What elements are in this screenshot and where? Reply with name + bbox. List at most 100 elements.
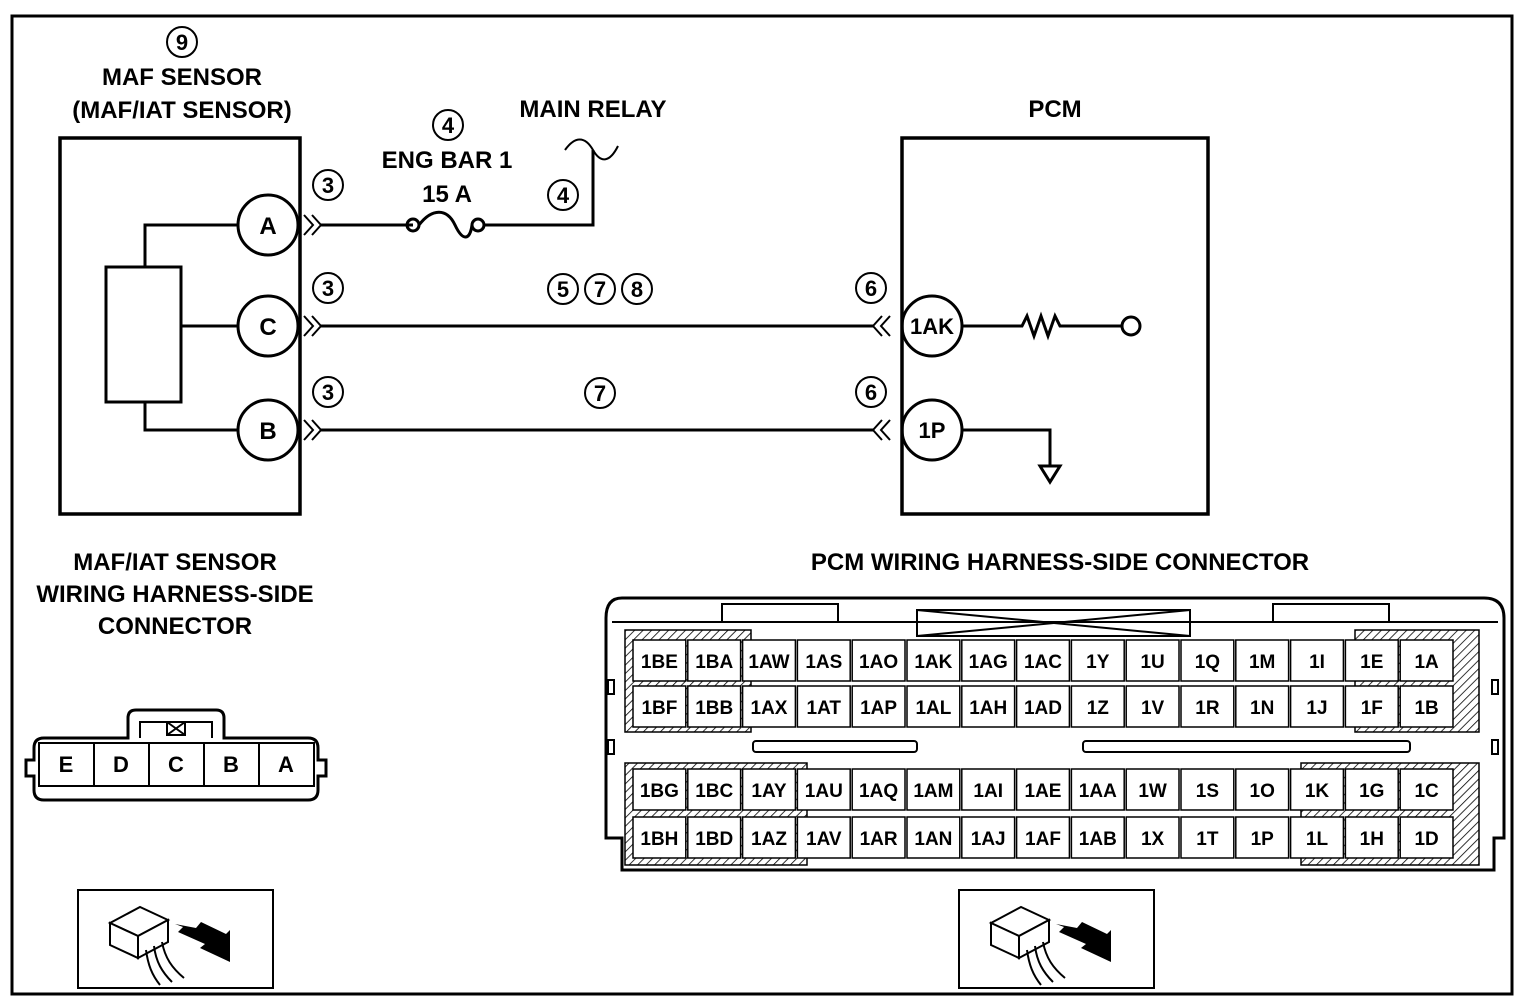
- pcm-pullup-resistor: [962, 311, 1122, 341]
- pcm-terminal-label: 1AR: [860, 829, 898, 850]
- pcm-terminal-label: 1AG: [969, 652, 1008, 673]
- pcm-terminal-cell: [1399, 685, 1454, 728]
- pcm-connector-center-lock: [916, 609, 1191, 637]
- maf-connector-view-icon: [77, 889, 274, 989]
- pcm-terminal-label: 1I: [1309, 652, 1325, 673]
- fuse-step-number: 4: [442, 113, 455, 138]
- maf-view-icon-arrow: [175, 922, 230, 962]
- maf-pin-b-callout-number: 3: [322, 380, 334, 405]
- maf-connector: MAF/IAT SENSOR WIRING HARNESS-SIDE CONNE…: [24, 549, 328, 802]
- pcm-terminal-cell: [1125, 816, 1180, 859]
- pcm-terminal-label: 1J: [1306, 698, 1327, 719]
- fuse-name: ENG BAR 1: [382, 147, 513, 174]
- maf-sensor-box: [58, 136, 302, 516]
- pcm-terminal-label: 1B: [1414, 698, 1438, 719]
- pcm-terminal-label: 1Z: [1087, 698, 1110, 719]
- pcm-terminal-cell: [961, 768, 1016, 811]
- maf-connector-latch-x2: [166, 721, 186, 736]
- pcm-terminal-cell: [1070, 685, 1125, 728]
- pcm-terminal-label: 1BH: [640, 829, 678, 850]
- connector-mark-b-maf: [303, 419, 315, 441]
- pcm-terminal-cell: [906, 768, 961, 811]
- pcm-terminal-cell: [1180, 816, 1235, 859]
- pcm-terminal-cell: [796, 768, 851, 811]
- pcm-terminal-label: 1AZ: [751, 829, 787, 850]
- pcm-title: PCM: [1028, 96, 1081, 123]
- pcm-terminal-label: 1AN: [914, 829, 952, 850]
- pcm-terminal-cell: [1289, 768, 1345, 811]
- pcm-connector-side-lug-left-top: [607, 679, 615, 695]
- pcm-terminal-cell: [1125, 685, 1180, 728]
- pcm-terminal-label: 1BC: [695, 781, 733, 802]
- maf-title-line2: (MAF/IAT SENSOR): [72, 97, 292, 124]
- maf-connector-pin-e-label: E: [59, 752, 74, 777]
- pcm-connector-view-icon: [958, 889, 1155, 989]
- pcm-pin-1p-callout: [855, 376, 887, 408]
- maf-connector-pin-d-label: D: [113, 752, 129, 777]
- relay-terminal-mark: [564, 138, 619, 161]
- relay-step-number: 4: [557, 183, 570, 208]
- wire-c-step-2-number: 7: [594, 277, 606, 302]
- pcm-terminal-cell: [1125, 639, 1180, 682]
- pcm-terminal-label: 1N: [1250, 698, 1274, 719]
- circuit-wires: [321, 138, 873, 432]
- pcm-terminal-cell: [906, 816, 961, 859]
- pcm-terminal-label: 1AI: [973, 781, 1003, 802]
- pcm-terminal-cell: [1344, 639, 1399, 682]
- pcm-terminal-label: 1Q: [1195, 652, 1220, 673]
- maf-pin-c-label: C: [259, 314, 276, 341]
- wire-c-step-3-number: 8: [631, 277, 643, 302]
- maf-connector-title-line2: WIRING HARNESS-SIDE: [36, 581, 313, 608]
- outer-frame: [10, 14, 1514, 996]
- pcm-connector-housing: [604, 596, 1506, 872]
- pcm-connector-side-lug-left-bottom: [607, 739, 615, 755]
- pcm-connector-side-lug-right-bottom: [1491, 739, 1499, 755]
- wire-c-step-1-number: 5: [557, 277, 569, 302]
- pcm-terminal-cell: [1180, 768, 1235, 811]
- pcm-terminal-cell: [1289, 685, 1345, 728]
- pcm-terminal-label: 1Y: [1086, 652, 1110, 673]
- pcm-terminal-label: 1AD: [1024, 698, 1062, 719]
- maf-pin-b-label: B: [259, 418, 276, 445]
- pcm-terminal-cell: [1180, 685, 1235, 728]
- pcm-terminal-label: 1AB: [1079, 829, 1117, 850]
- pcm-terminal-cell: [1015, 768, 1071, 811]
- wire-step-callouts: 5 7 8 7: [547, 273, 653, 409]
- pcm-terminal-label: 1G: [1359, 781, 1384, 802]
- maf-view-icon-frame: [77, 889, 274, 989]
- pcm: PCM 1AK 1P 6 6: [855, 96, 1210, 516]
- pcm-terminal-label: 1H: [1360, 829, 1384, 850]
- pcm-connector-center-lock-x2: [916, 609, 1191, 637]
- pcm-terminal-cell: [1070, 816, 1125, 859]
- pcm-terminal-label: 1AL: [915, 698, 951, 719]
- maf-connector-pin-a: [258, 742, 315, 787]
- maf-internal-wire-b: [143, 402, 238, 432]
- fuse-step-callout: [432, 109, 464, 141]
- pcm-terminal-cell: [741, 768, 797, 811]
- pcm-terminal-label: 1AU: [805, 781, 843, 802]
- maf-connector-title-line1: MAF/IAT SENSOR: [73, 549, 277, 576]
- maf-sensor: 9 MAF SENSOR (MAF/IAT SENSOR) A C B 3 3 …: [58, 26, 344, 516]
- pcm-terminal-cell: [906, 685, 961, 728]
- maf-pin-b-callout: [312, 376, 344, 408]
- pcm-view-icon-frame: [958, 889, 1155, 989]
- pcm-ground-symbol: [1037, 464, 1063, 485]
- pcm-terminal-cell: [1344, 768, 1399, 811]
- pcm-terminal-label: 1T: [1196, 829, 1219, 850]
- pcm-terminal-label: 1AS: [805, 652, 842, 673]
- maf-pin-a-label: A: [259, 213, 276, 240]
- pcm-terminal-cell: [1125, 768, 1180, 811]
- pcm-reference-voltage-terminal: [1120, 315, 1142, 337]
- pcm-terminal-cell: [1289, 816, 1345, 859]
- pcm-terminal-cell: [1399, 768, 1454, 811]
- pcm-terminal-cell: [796, 816, 851, 859]
- pcm-terminal-label: 1AP: [860, 698, 897, 719]
- fuse-rating: 15 A: [422, 181, 472, 208]
- pcm-terminal-cell: [1235, 685, 1290, 728]
- pcm-terminal-label: 1AE: [1025, 781, 1062, 802]
- pcm-terminal-cell: [961, 816, 1016, 859]
- pcm-terminal-cell: [1289, 639, 1345, 682]
- pcm-terminal-cell: [1015, 685, 1071, 728]
- pcm-connector-slot-right: [1082, 740, 1411, 753]
